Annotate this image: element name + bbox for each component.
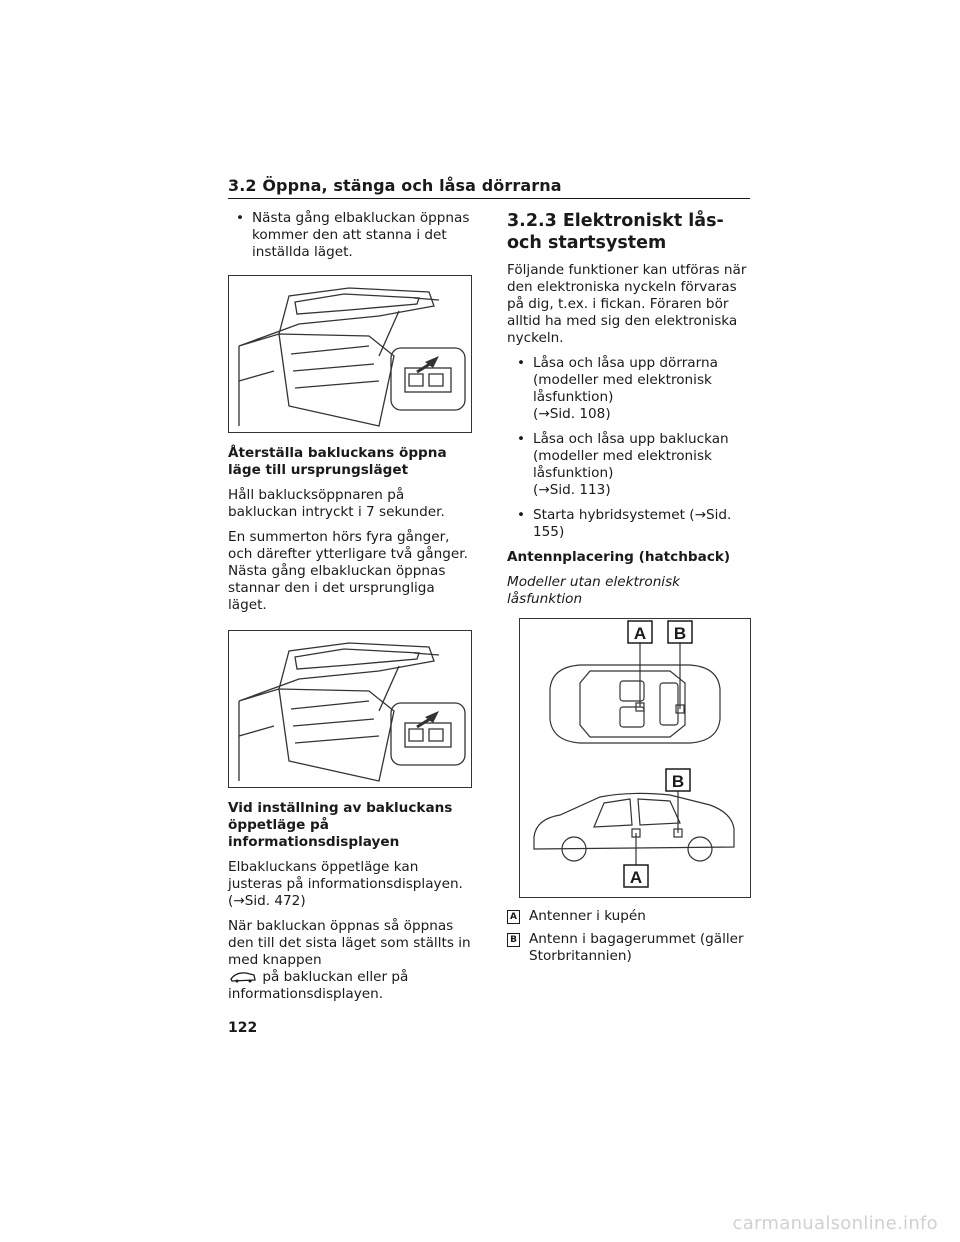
reset-paragraph-1: Håll baklucksöppnaren på bakluckan intry… bbox=[228, 487, 445, 520]
reset-heading: Återställa bakluckans öppna läge till ur… bbox=[228, 445, 447, 478]
antenna-heading: Antennplacering (hatchback) bbox=[507, 549, 731, 565]
bullet-dot: • bbox=[517, 355, 526, 371]
bullet-text: Låsa och låsa upp dörrarna (modeller med… bbox=[533, 355, 718, 405]
intro-paragraph: Följande funktioner kan utföras när den … bbox=[507, 262, 747, 346]
bullet-next-open: • Nästa gång elbakluckan öppnas kommer d… bbox=[228, 210, 473, 261]
section-title: 3.2 Öppna, stänga och låsa dörrarna bbox=[228, 176, 562, 195]
display-heading: Vid inställning av bakluckans öppetläge … bbox=[228, 800, 453, 850]
section-heading-text: Elektroniskt lås- och startsystem bbox=[507, 211, 724, 253]
bullet-hybrid: • Starta hybridsystemet (→Sid. 155) bbox=[507, 507, 752, 541]
legend-item-a: A Antenner i kupén bbox=[507, 908, 752, 925]
bullet-dot: • bbox=[236, 210, 245, 226]
svg-text:A: A bbox=[630, 868, 642, 887]
legend-text: Antenner i kupén bbox=[529, 908, 646, 924]
bullet-tailgate: • Låsa och låsa upp bakluckan (modeller … bbox=[507, 431, 752, 499]
antenna-label-a-top: A bbox=[627, 620, 653, 644]
bullet-doors: • Låsa och låsa upp dörrarna (modeller m… bbox=[507, 355, 752, 423]
section-number: 3.2.3 bbox=[507, 211, 557, 231]
bullet-ref[interactable]: (→Sid. 108) bbox=[533, 406, 611, 422]
legend-text: Antenn i bagagerummet (gäller Storbritan… bbox=[529, 931, 744, 964]
display-paragraph-2-end: på bakluckan eller på informationsdispla… bbox=[228, 969, 409, 1002]
bullet-ref[interactable]: (→Sid. 113) bbox=[533, 482, 611, 498]
antenna-illustration: A B B A bbox=[533, 620, 735, 888]
bullet-text: Nästa gång elbakluckan öppnas kommer den… bbox=[252, 210, 470, 260]
tailgate-figure-2 bbox=[228, 630, 472, 788]
svg-text:B: B bbox=[672, 772, 684, 791]
legend-item-b: B Antenn i bagagerummet (gäller Storbrit… bbox=[507, 931, 752, 965]
svg-text:A: A bbox=[634, 624, 646, 643]
antenna-label-a-side: A bbox=[623, 864, 649, 888]
svg-text:B: B bbox=[674, 624, 686, 643]
tailgate-button-icon bbox=[230, 972, 256, 983]
tailgate-illustration bbox=[238, 642, 466, 782]
display-paragraph-2: När bakluckan öppnas så öppnas den till … bbox=[228, 918, 473, 1003]
antenna-subheading: Modeller utan elektronisk låsfunktion bbox=[507, 574, 681, 607]
page-number: 122 bbox=[228, 1020, 258, 1036]
legend-key: B bbox=[507, 933, 520, 947]
tailgate-figure-1 bbox=[228, 275, 472, 433]
reset-paragraph-2: En summerton hörs fyra gånger, och däref… bbox=[228, 529, 468, 613]
section-rule bbox=[228, 198, 750, 199]
antenna-label-b-top: B bbox=[667, 620, 693, 644]
tailgate-illustration bbox=[238, 287, 466, 427]
left-column: • Nästa gång elbakluckan öppnas kommer d… bbox=[228, 210, 473, 1011]
bullet-text: Starta hybridsystemet (→Sid. 155) bbox=[533, 507, 732, 540]
antenna-location-figure: A B B A bbox=[519, 618, 751, 898]
legend-key: A bbox=[507, 910, 520, 924]
watermark[interactable]: carmanualsonline.info bbox=[732, 1213, 938, 1234]
antenna-label-b-side: B bbox=[665, 768, 691, 792]
bullet-text: Låsa och låsa upp bakluckan (modeller me… bbox=[533, 431, 729, 481]
bullet-dot: • bbox=[517, 431, 526, 447]
display-paragraph-2-start: När bakluckan öppnas så öppnas den till … bbox=[228, 918, 471, 968]
bullet-dot: • bbox=[517, 507, 526, 523]
display-paragraph-1: Elbakluckans öppetläge kan justeras på i… bbox=[228, 859, 463, 909]
